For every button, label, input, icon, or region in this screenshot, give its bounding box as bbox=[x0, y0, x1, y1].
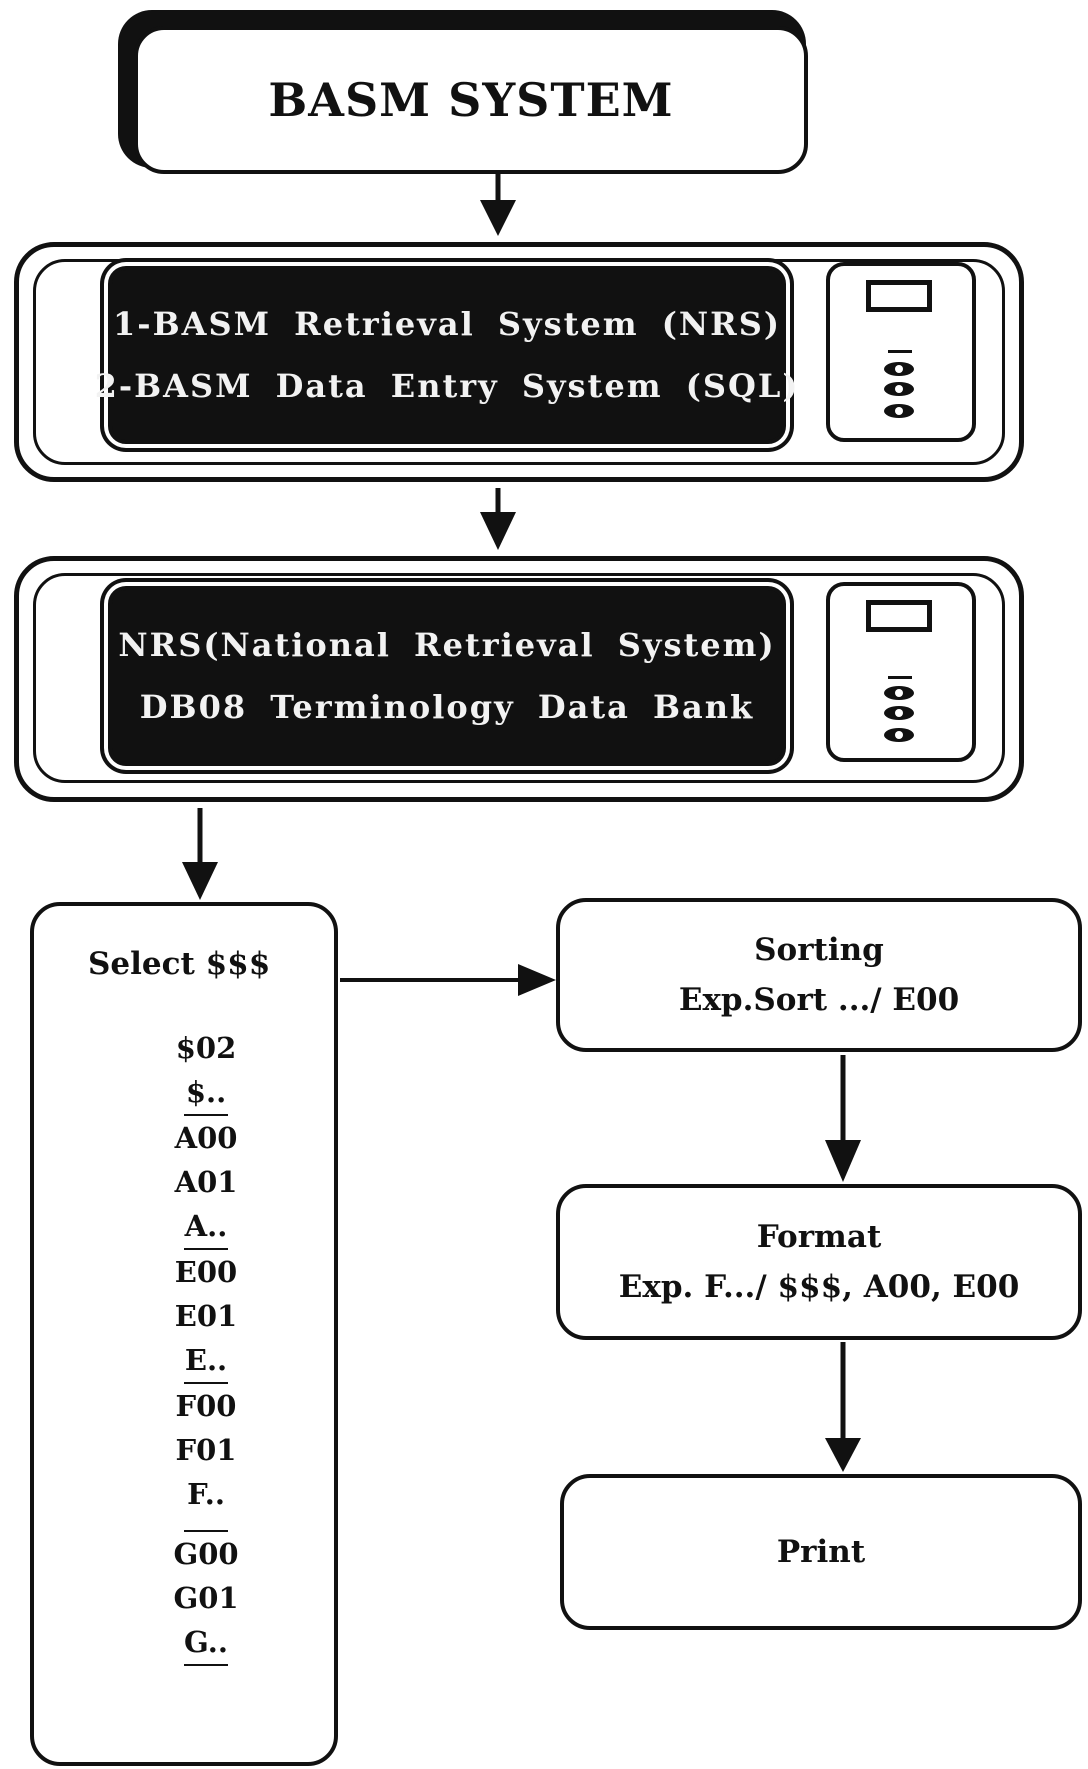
code-item: E00 bbox=[174, 1255, 238, 1289]
code-item: F01 bbox=[175, 1433, 237, 1467]
terminal-2-screen: NRS(National Retrieval System) DB08 Term… bbox=[108, 586, 786, 766]
format-heading: Format bbox=[756, 1219, 882, 1255]
code-item: F00 bbox=[175, 1389, 237, 1423]
knob-icon bbox=[884, 706, 914, 720]
code-item: G.. bbox=[184, 1625, 228, 1659]
code-item: G01 bbox=[173, 1581, 239, 1615]
code-item: E01 bbox=[174, 1299, 238, 1333]
code-item: $.. bbox=[185, 1075, 227, 1109]
arrow-format-to-print bbox=[825, 1342, 861, 1472]
code-item: E.. bbox=[184, 1343, 228, 1377]
title-box: BASM SYSTEM bbox=[134, 26, 808, 174]
select-box: Select $$$ $02 $.. A00 A01 A.. E00 E01 E… bbox=[30, 902, 338, 1766]
disk-slot-icon bbox=[866, 280, 932, 312]
knob-icon bbox=[884, 382, 914, 396]
arrow-title-to-screen1 bbox=[480, 172, 516, 236]
arrow-select-to-sorting bbox=[340, 964, 556, 996]
format-box: Format Exp. F.../ $$$, A00, E00 bbox=[556, 1184, 1082, 1340]
disk-slot-icon bbox=[866, 600, 932, 632]
knob-icon bbox=[884, 404, 914, 418]
code-item: A.. bbox=[184, 1209, 228, 1243]
group-divider bbox=[184, 1664, 228, 1666]
terminal-1-screen: 1-BASM Retrieval System (NRS) 2-BASM Dat… bbox=[95, 266, 797, 444]
title-text: BASM SYSTEM bbox=[268, 73, 674, 127]
sorting-detail: Exp.Sort .../ E00 bbox=[678, 982, 960, 1018]
screen-2-line-2: DB08 Terminology Data Bank bbox=[139, 688, 755, 726]
code-item: A00 bbox=[174, 1121, 238, 1155]
indicator-line-icon bbox=[888, 676, 912, 679]
terminal-1-control-panel bbox=[826, 262, 976, 442]
group-divider bbox=[184, 1382, 228, 1384]
screen-2-line-1: NRS(National Retrieval System) bbox=[118, 626, 776, 664]
terminal-2-bezel bbox=[33, 573, 1005, 783]
arrow-screen1-to-screen2 bbox=[480, 488, 516, 550]
knob-icon bbox=[884, 686, 914, 700]
format-detail: Exp. F.../ $$$, A00, E00 bbox=[618, 1269, 1020, 1305]
code-item: $02 bbox=[175, 1031, 237, 1065]
print-box: Print bbox=[560, 1474, 1082, 1630]
arrow-screen2-to-select bbox=[182, 808, 218, 900]
sorting-box: Sorting Exp.Sort .../ E00 bbox=[556, 898, 1082, 1052]
print-label: Print bbox=[776, 1534, 866, 1570]
sorting-heading: Sorting bbox=[754, 932, 884, 968]
group-divider bbox=[184, 1530, 228, 1532]
group-divider bbox=[184, 1248, 228, 1250]
indicator-line-icon bbox=[888, 350, 912, 353]
screen-1-line-1: 1-BASM Retrieval System (NRS) bbox=[113, 305, 781, 343]
code-item: G00 bbox=[173, 1537, 239, 1571]
group-divider bbox=[184, 1114, 228, 1116]
knob-icon bbox=[884, 728, 914, 742]
arrow-sorting-to-format bbox=[825, 1055, 861, 1182]
code-item: A01 bbox=[174, 1165, 238, 1199]
terminal-1-bezel bbox=[33, 259, 1005, 465]
select-heading: Select $$$ bbox=[88, 946, 271, 982]
code-item: F.. bbox=[187, 1477, 225, 1511]
terminal-2-control-panel bbox=[826, 582, 976, 762]
screen-1-line-2: 2-BASM Data Entry System (SQL) bbox=[94, 367, 800, 405]
knob-icon bbox=[884, 362, 914, 376]
select-code-list: $02 $.. A00 A01 A.. E00 E01 E.. F00 F01 … bbox=[52, 1026, 360, 1666]
